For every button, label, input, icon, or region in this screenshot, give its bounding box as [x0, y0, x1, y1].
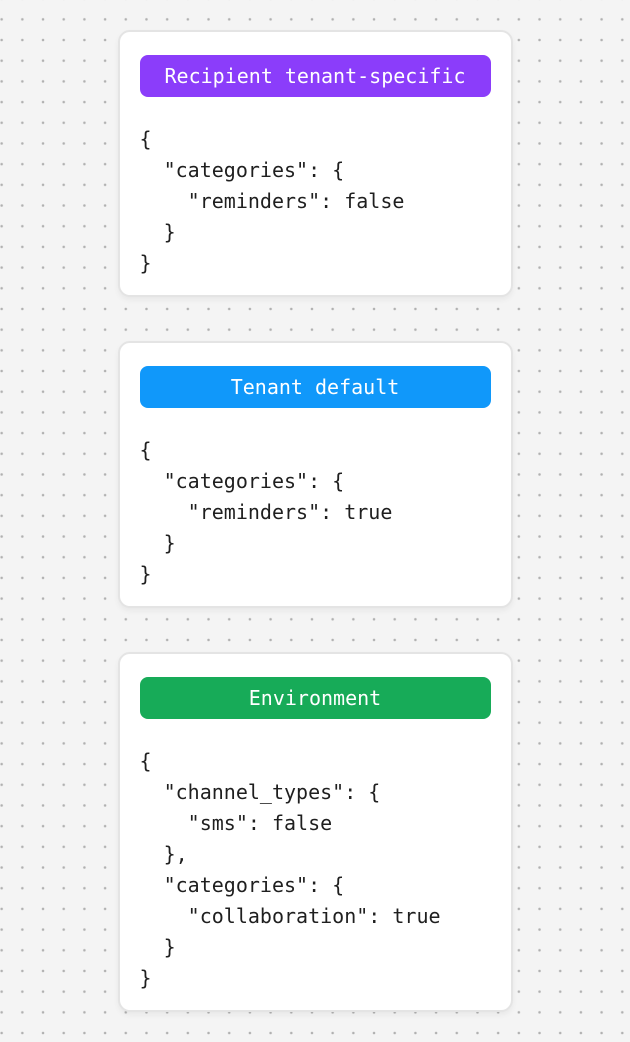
environment-card: Environment { "channel_types": { "sms": …	[117, 652, 513, 1012]
tenant-default-json-code: { "categories": { "reminders": true } }	[139, 438, 393, 586]
recipient-tenant-specific-json-code: { "categories": { "reminders": false } }	[139, 127, 405, 275]
recipient-tenant-specific-card: Recipient tenant-specific { "categories"…	[117, 30, 513, 297]
environment-json-code: { "channel_types": { "sms": false }, "ca…	[139, 749, 441, 990]
recipient-tenant-specific-badge: Recipient tenant-specific	[139, 55, 491, 97]
tenant-default-card: Tenant default { "categories": { "remind…	[117, 341, 513, 608]
environment-badge: Environment	[139, 677, 491, 719]
tenant-default-badge: Tenant default	[139, 366, 491, 408]
